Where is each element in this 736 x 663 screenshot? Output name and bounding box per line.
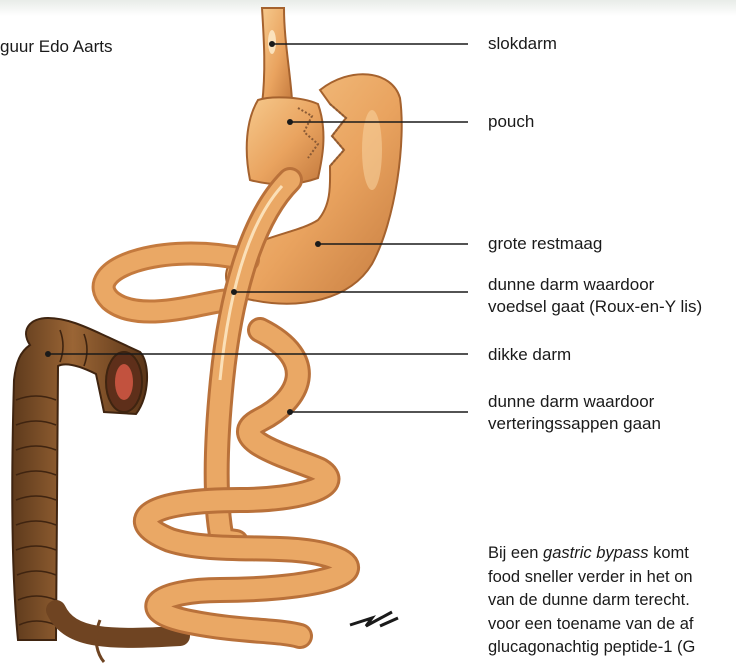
scribble-mark xyxy=(350,612,398,626)
label-large-intestine: dikke darm xyxy=(488,344,571,366)
caption-line-1: Bij een gastric bypass komt xyxy=(488,542,736,566)
label-bp-limb-line2: verteringssappen gaan xyxy=(488,413,661,435)
label-roux-limb-line2: voedsel gaat (Roux-en-Y lis) xyxy=(488,296,702,318)
caption-line-2: food sneller verder in het on xyxy=(488,566,736,590)
label-roux-limb-line1: dunne darm waardoor xyxy=(488,274,654,296)
label-bp-limb-line1: dunne darm waardoor xyxy=(488,391,654,413)
caption-text: Bij een gastric bypass komt food sneller… xyxy=(488,542,736,660)
caption-line-4: voor een toename van de af xyxy=(488,613,736,637)
caption-line-5: glucagonachtig peptide-1 (G xyxy=(488,636,736,660)
caption-emphasis: gastric bypass xyxy=(543,544,648,562)
caption-line-3: van de dunne darm terecht. xyxy=(488,589,736,613)
label-pouch: pouch xyxy=(488,111,534,133)
label-remnant-stomach: grote restmaag xyxy=(488,233,602,255)
label-esophagus: slokdarm xyxy=(488,33,557,55)
esophagus xyxy=(262,8,292,104)
